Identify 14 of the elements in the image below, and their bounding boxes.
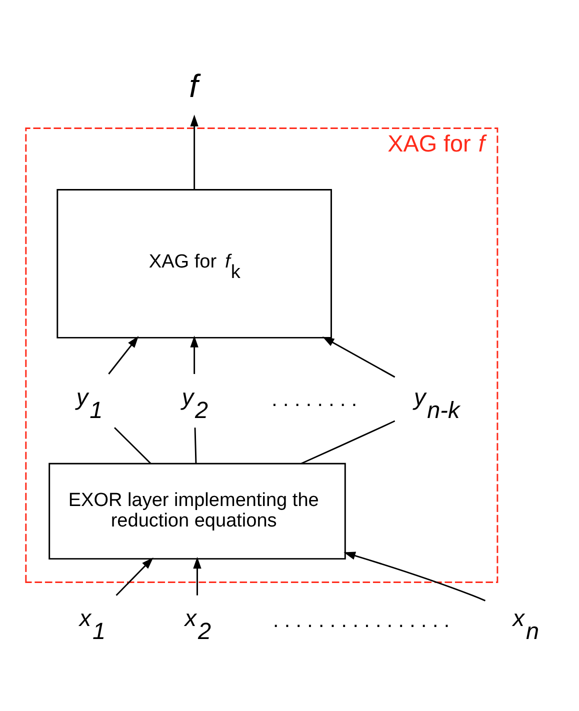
arrow bbox=[193, 556, 202, 595]
node-box: EXOR layer implementing the reduction equations bbox=[48, 462, 346, 560]
connector bbox=[114, 426, 152, 464]
arrow bbox=[108, 336, 139, 374]
connector bbox=[194, 427, 197, 463]
node-text: f bbox=[189, 67, 198, 104]
arrow bbox=[190, 114, 198, 189]
label: . . . . . . . . bbox=[272, 388, 358, 411]
label: . . . . . . . . . . . . . . . . bbox=[272, 608, 450, 632]
arrow bbox=[344, 551, 486, 601]
arrow bbox=[322, 336, 396, 378]
connector bbox=[301, 420, 396, 464]
arrow bbox=[190, 335, 198, 374]
arrow bbox=[116, 557, 154, 596]
